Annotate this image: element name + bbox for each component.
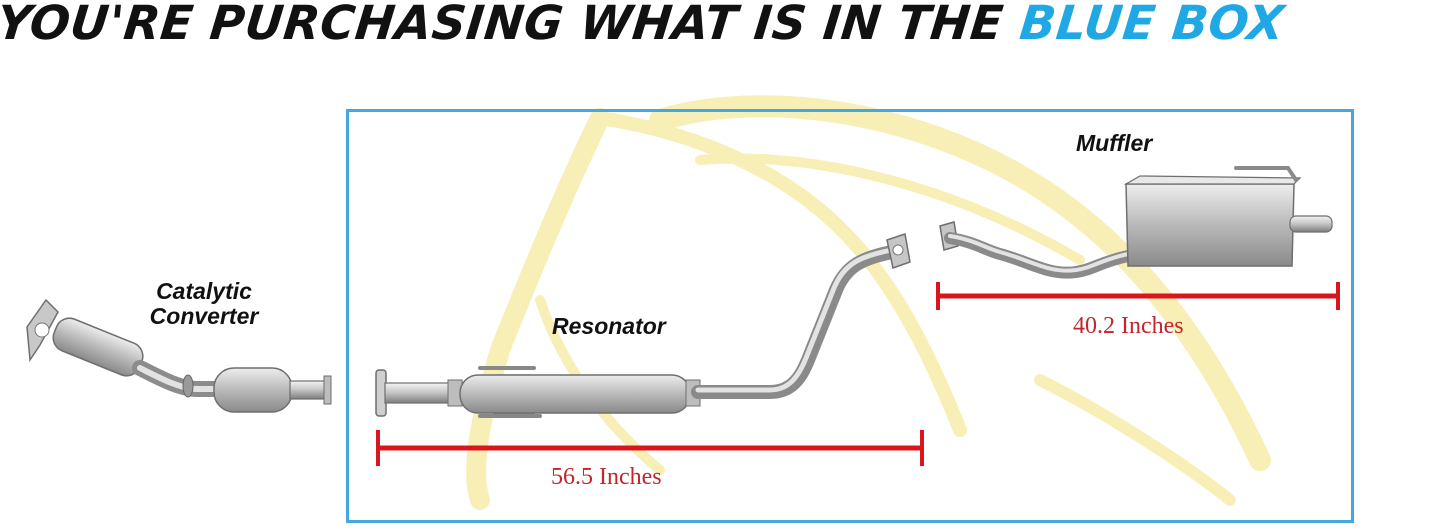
muffler-length-label: 40.2 Inches [1073,313,1184,339]
muffler-label: Muffler [1076,130,1153,156]
resonator-label: Resonator [552,313,666,339]
catalytic-converter-illustration [26,298,332,413]
dimension-line-muffler [936,282,1340,310]
blue-box-frame [346,109,1354,523]
dimension-line-resonator [376,430,924,466]
catalytic-converter-label: Catalytic Converter [120,279,288,329]
muffler-illustration [939,166,1333,279]
resonator-illustration [375,233,911,418]
catalytic-converter-label-line1: Catalytic [156,278,252,304]
catalytic-converter-label-line2: Converter [149,303,259,329]
resonator-length-label: 56.5 Inches [551,464,662,490]
